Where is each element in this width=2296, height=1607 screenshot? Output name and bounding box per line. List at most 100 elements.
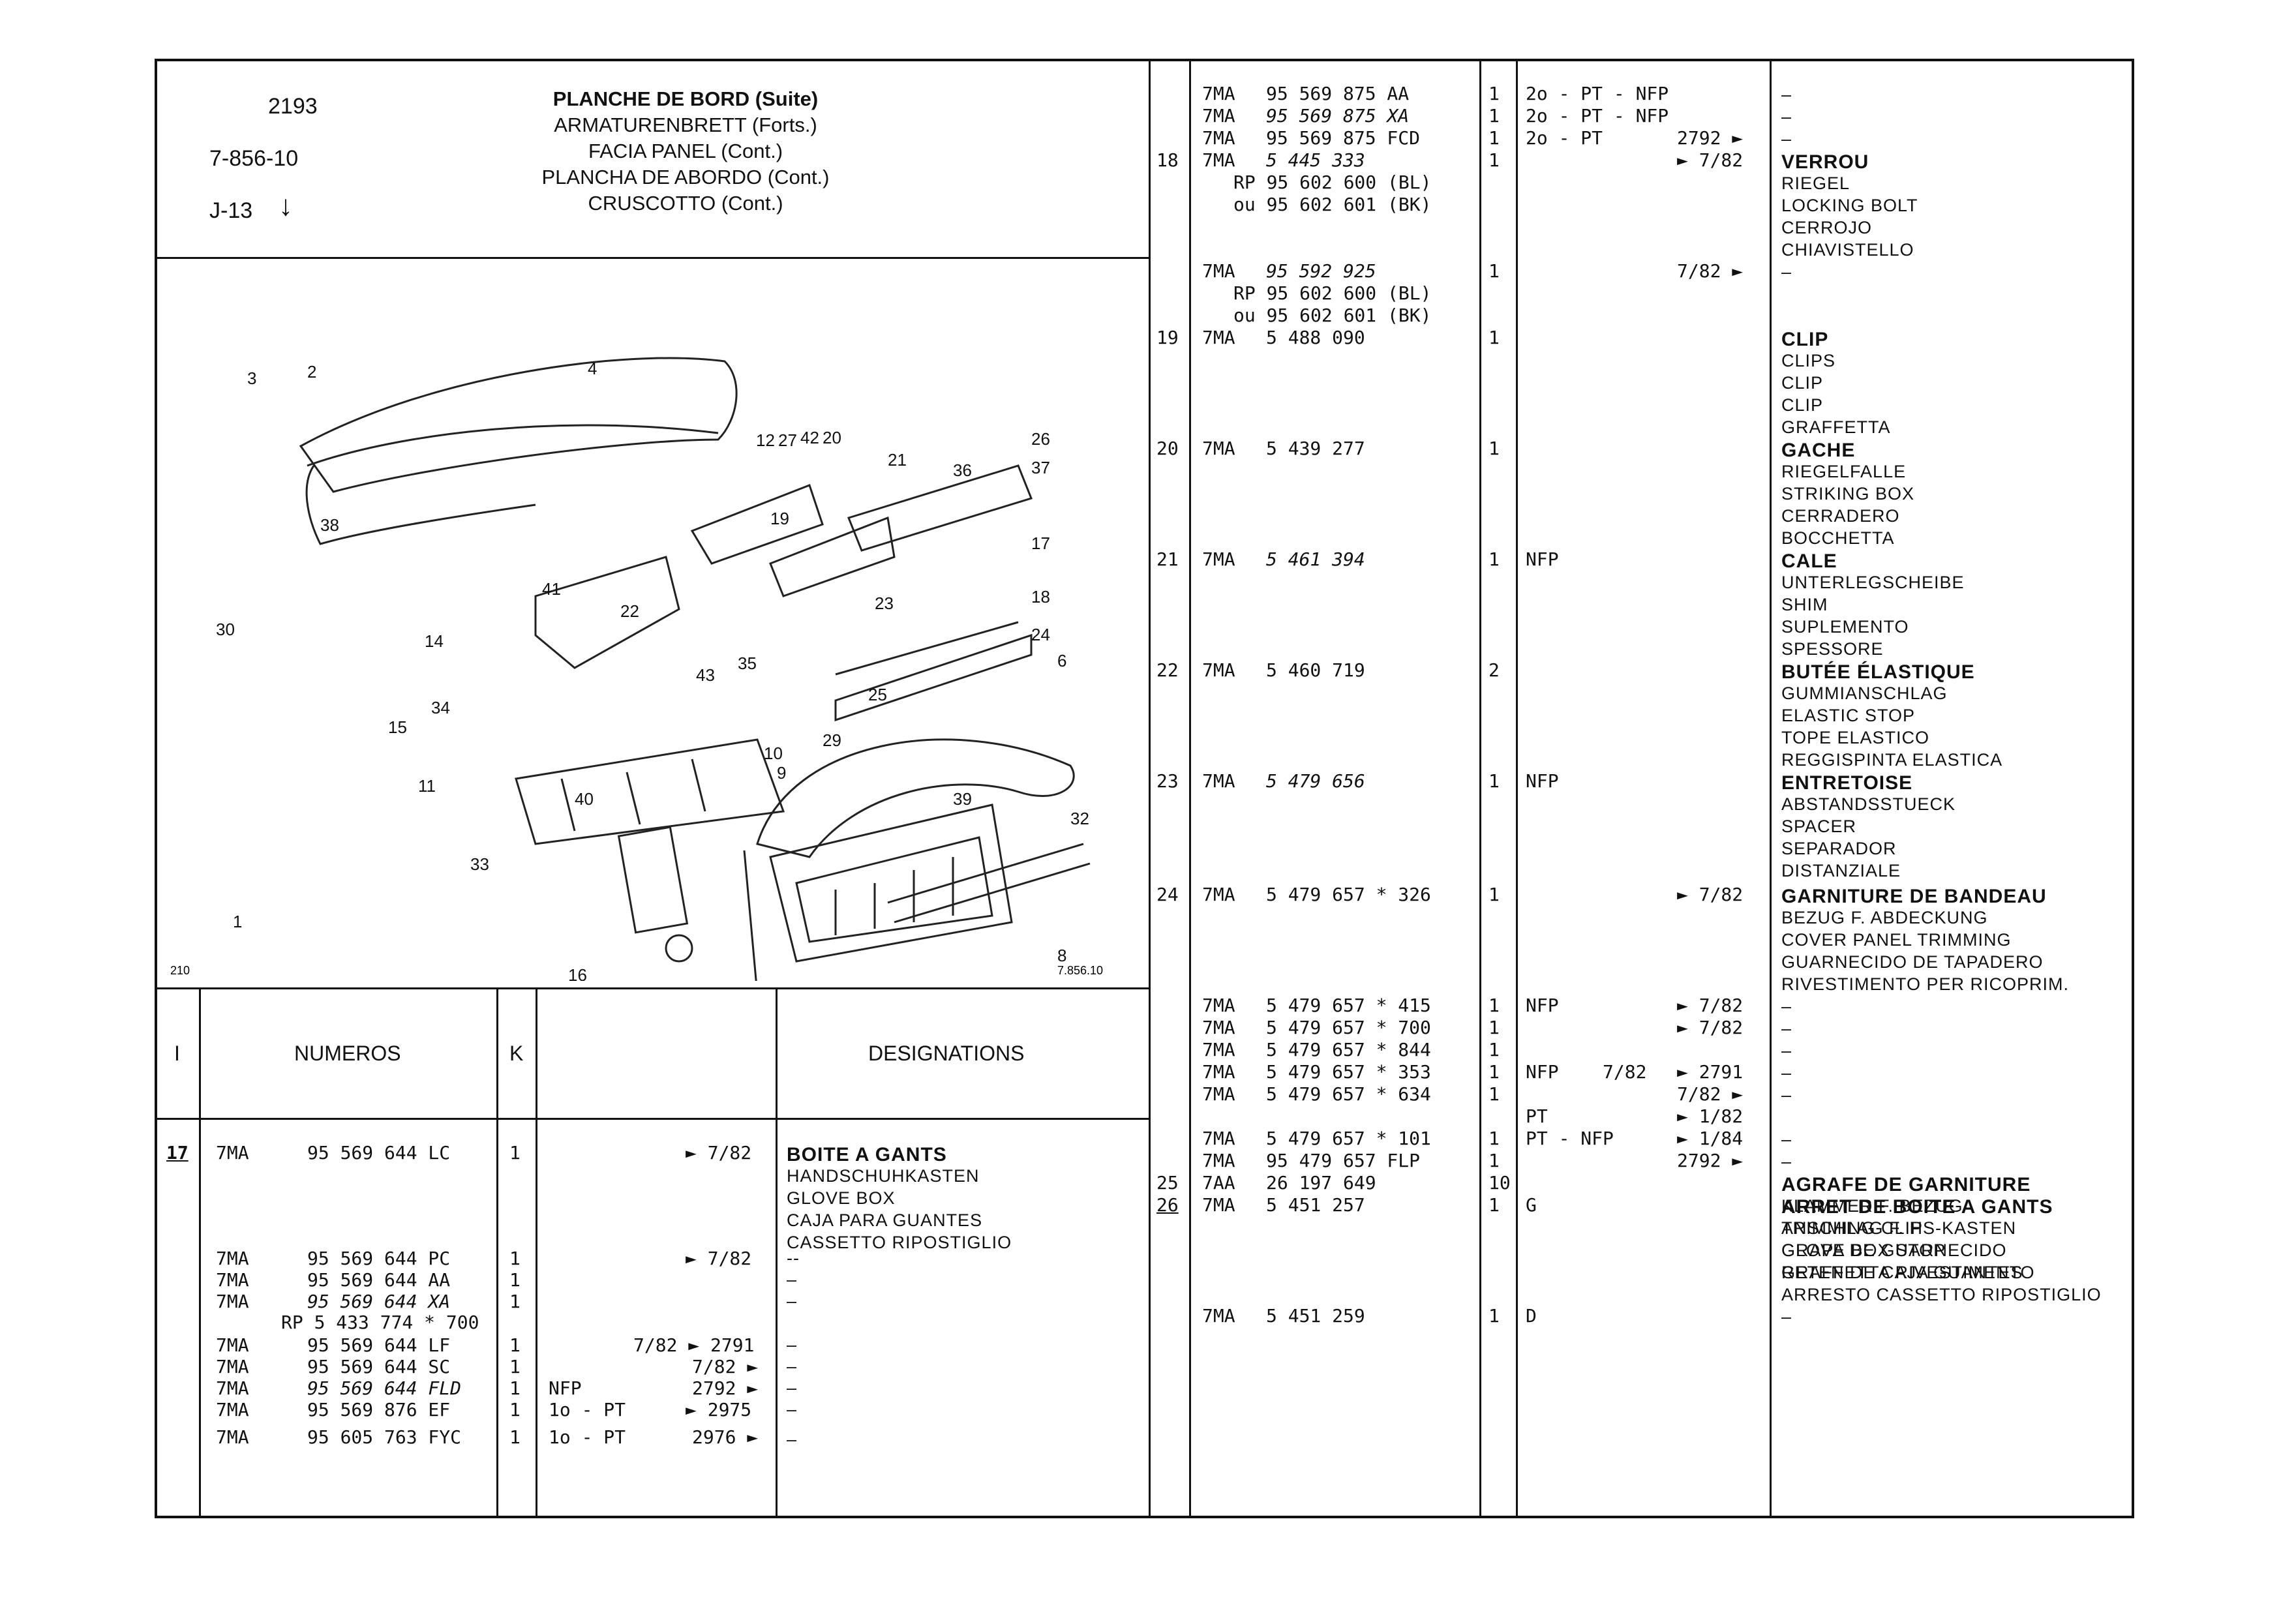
type-code: 7MA xyxy=(1202,260,1235,282)
designation-line: SPESSORE xyxy=(1781,639,1884,659)
right-col-divider-3 xyxy=(1516,61,1518,1516)
callout-labels: 1 2 3 4 5 6 7 8 9 10 11 12 14 15 16 17 1… xyxy=(216,359,1089,981)
part-number: 95 569 876 EF xyxy=(307,1399,451,1420)
ref: 2792 ► xyxy=(1677,127,1744,149)
designation: – xyxy=(787,1270,798,1289)
type-code: 7MA xyxy=(216,1269,249,1291)
callout-30: 30 xyxy=(216,620,235,639)
callout-22: 22 xyxy=(620,601,639,621)
part-number: RP 5 433 774 * 700 xyxy=(281,1312,479,1333)
callout-40: 40 xyxy=(575,789,594,809)
type-code: 7MA xyxy=(216,1142,249,1164)
ref: 7/82 ► xyxy=(1677,260,1744,282)
designation-line: SHIM xyxy=(1781,595,1828,614)
quantity: 1 xyxy=(509,1142,521,1164)
col-header-index: I xyxy=(174,1042,180,1065)
designation-line: – xyxy=(1781,85,1792,104)
callout-42: 42 xyxy=(800,428,819,447)
designation: – xyxy=(1781,1041,1792,1063)
column-header-divider xyxy=(157,1118,1149,1120)
callout-8: 8 xyxy=(1057,946,1066,965)
part-number: 5 461 394 xyxy=(1266,548,1365,570)
page-number: 2193 xyxy=(268,94,318,119)
designation-line: BOCCHETTA xyxy=(1781,528,1895,548)
designation-line: – xyxy=(1781,1085,1792,1105)
ref: ► 1/84 xyxy=(1677,1128,1744,1149)
designation: – xyxy=(1781,1130,1792,1152)
notes: NFP xyxy=(1526,770,1559,792)
part-number: 95 605 763 FYC xyxy=(307,1426,462,1448)
part-number: RP 95 602 600 (BL) xyxy=(1233,172,1432,193)
designation-line: ARRESTO CASSETTO RIPOSTIGLIO xyxy=(1781,1285,2102,1304)
type-code: 7MA xyxy=(1202,127,1235,149)
type-code: 7MA xyxy=(216,1291,249,1312)
designation-line: RETEN DE CAJA GUANTES xyxy=(1781,1263,2023,1282)
type-code: 7MA xyxy=(1202,1194,1235,1216)
callout-14: 14 xyxy=(425,631,444,651)
type-code: 7MA xyxy=(1202,1305,1235,1327)
part-number: 5 479 657 * 101 xyxy=(1266,1128,1431,1149)
callout-21: 21 xyxy=(888,450,907,470)
callout-19: 19 xyxy=(770,509,789,528)
designation: – xyxy=(1781,1085,1792,1107)
callout-17: 17 xyxy=(1031,533,1050,553)
designation-line: SEPARADOR xyxy=(1781,839,1897,858)
type-code: 7MA xyxy=(216,1426,249,1448)
quantity: 1 xyxy=(1488,327,1500,348)
designation-line: TRIMMING CLIP xyxy=(1781,1218,1924,1238)
type-code: 7MA xyxy=(1202,995,1235,1016)
part-number: ou 95 602 601 (BK) xyxy=(1233,194,1432,215)
callout-32: 32 xyxy=(1070,809,1089,828)
type-code: 7MA xyxy=(1202,659,1235,681)
item-number: 19 xyxy=(1156,327,1179,348)
item-number: 22 xyxy=(1156,659,1179,681)
callout-18: 18 xyxy=(1031,587,1050,607)
part-number: 5 479 657 * 844 xyxy=(1266,1039,1431,1060)
title-block: PLANCHE DE BORD (Suite) ARMATURENBRETT (… xyxy=(431,87,940,218)
designation: BOITE A GANTS HANDSCHUHKASTEN GLOVE BOX … xyxy=(787,1144,1012,1252)
item-number: 21 xyxy=(1156,548,1179,570)
item-number: 17 xyxy=(166,1142,189,1164)
callout-6: 6 xyxy=(1057,651,1066,670)
type-code: 7MA xyxy=(1202,770,1235,792)
designation: – xyxy=(787,1357,798,1376)
notes: 2o - PT - NFP xyxy=(1526,105,1669,127)
designation: – xyxy=(1781,1019,1792,1041)
designation: – xyxy=(1781,129,1792,151)
ref: ► 7/82 xyxy=(1677,1017,1744,1038)
designation: – xyxy=(1781,1152,1792,1174)
title-de: ARMATURENBRETT (Forts.) xyxy=(554,113,817,136)
quantity: 1 xyxy=(1488,1083,1500,1105)
quantity: 1 xyxy=(509,1356,521,1377)
designation-line: GUARNECIDO DE TAPADERO xyxy=(1781,952,2044,972)
ref: ► 7/82 xyxy=(686,1248,752,1269)
callout-16: 16 xyxy=(568,965,587,981)
designation-line: REGGISPINTA ELASTICA xyxy=(1781,750,2003,770)
part-number: 5 439 277 xyxy=(1266,438,1365,459)
item-number: 23 xyxy=(1156,770,1179,792)
item-number: 24 xyxy=(1156,884,1179,905)
part-number: 5 445 333 xyxy=(1266,149,1365,171)
exploded-dashboard-diagram: 1 2 3 4 5 6 7 8 9 10 11 12 14 15 16 17 1… xyxy=(170,357,1103,981)
designation-line: – xyxy=(1781,262,1792,282)
quantity: 1 xyxy=(1488,1150,1500,1171)
part-number: 5 479 657 * 353 xyxy=(1266,1061,1431,1083)
part-number: 95 569 644 LF xyxy=(307,1334,451,1356)
notes: 2o - PT xyxy=(1526,127,1603,149)
part-number: 95 569 644 LC xyxy=(307,1142,451,1164)
quantity: 1 xyxy=(1488,1017,1500,1038)
notes: 2o - PT - NFP xyxy=(1526,83,1669,104)
part-number: 26 197 649 xyxy=(1266,1172,1376,1194)
designation-line: KLAMMER F. BEZUG xyxy=(1781,1196,1963,1216)
type-code: 7MA xyxy=(216,1377,249,1399)
quantity: 1 xyxy=(509,1334,521,1356)
designation-line: – xyxy=(1781,107,1792,127)
designation-line: CERROJO xyxy=(1781,218,1873,237)
part-number: 95 569 875 FCD xyxy=(1266,127,1421,149)
part-number: 5 451 259 xyxy=(1266,1305,1365,1327)
part-number: 5 451 257 xyxy=(1266,1194,1365,1216)
notes: PT - NFP xyxy=(1526,1128,1614,1149)
